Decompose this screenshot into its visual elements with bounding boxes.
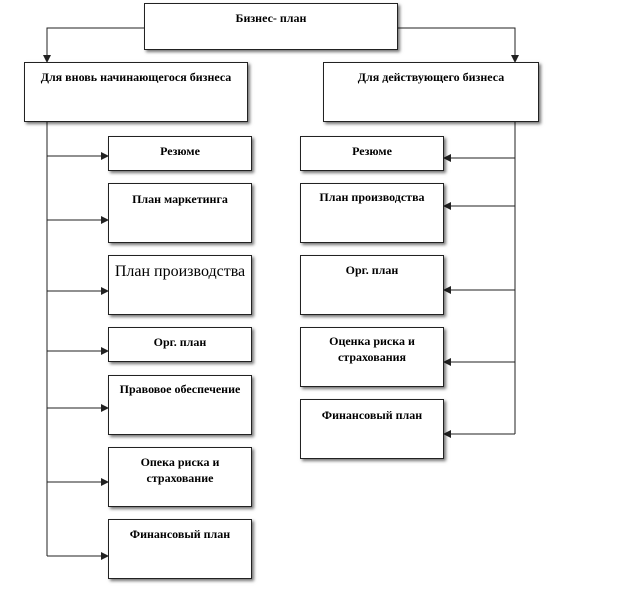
- root-label: Бизнес- план: [235, 11, 307, 25]
- existing-business-item-label: Оценка риска и страхования: [329, 334, 415, 364]
- existing-business-item-production-plan: План производства: [300, 183, 444, 243]
- new-business-item-label: Финансовый план: [129, 527, 231, 541]
- existing-business-item-resume: Резюме: [300, 136, 444, 171]
- existing-business-item-label: Орг. план: [345, 263, 399, 277]
- new-business-item-marketing-plan: План маркетинга: [108, 183, 252, 243]
- existing-business-item-org-plan: Орг. план: [300, 255, 444, 315]
- new-business-item-financial-plan: Финансовый план: [108, 519, 252, 579]
- new-business-node: Для вновь начинающегося бизнеса: [24, 62, 248, 122]
- existing-business-item-risk-insurance: Оценка риска и страхования: [300, 327, 444, 387]
- new-business-item-production-plan: План производства: [108, 255, 252, 315]
- new-business-item-label: Опека риска и страхование: [140, 455, 220, 485]
- new-business-label: Для вновь начинающегося бизнеса: [40, 70, 232, 84]
- new-business-item-label: Резюме: [160, 144, 200, 158]
- new-business-item-resume: Резюме: [108, 136, 252, 171]
- new-business-item-label: План производства: [114, 263, 246, 280]
- new-business-item-label: Правовое обеспечение: [119, 382, 241, 396]
- new-business-item-label: Орг. план: [153, 335, 207, 349]
- existing-business-label: Для действующего бизнеса: [357, 70, 505, 84]
- existing-business-node: Для действующего бизнеса: [323, 62, 539, 122]
- existing-business-item-financial-plan: Финансовый план: [300, 399, 444, 459]
- root-to-existing-business-connector: [398, 27, 519, 63]
- new-business-item-risk-insurance: Опека риска и страхование: [108, 447, 252, 507]
- root-node: Бизнес- план: [144, 3, 398, 50]
- new-business-item-label: План маркетинга: [132, 192, 228, 206]
- root-to-new-business-connector: [43, 27, 144, 63]
- new-business-item-legal-support: Правовое обеспечение: [108, 375, 252, 435]
- new-business-item-org-plan: Орг. план: [108, 327, 252, 362]
- existing-business-item-label: Резюме: [352, 144, 392, 158]
- existing-business-item-label: Финансовый план: [321, 408, 423, 422]
- existing-business-item-label: План производства: [319, 190, 425, 204]
